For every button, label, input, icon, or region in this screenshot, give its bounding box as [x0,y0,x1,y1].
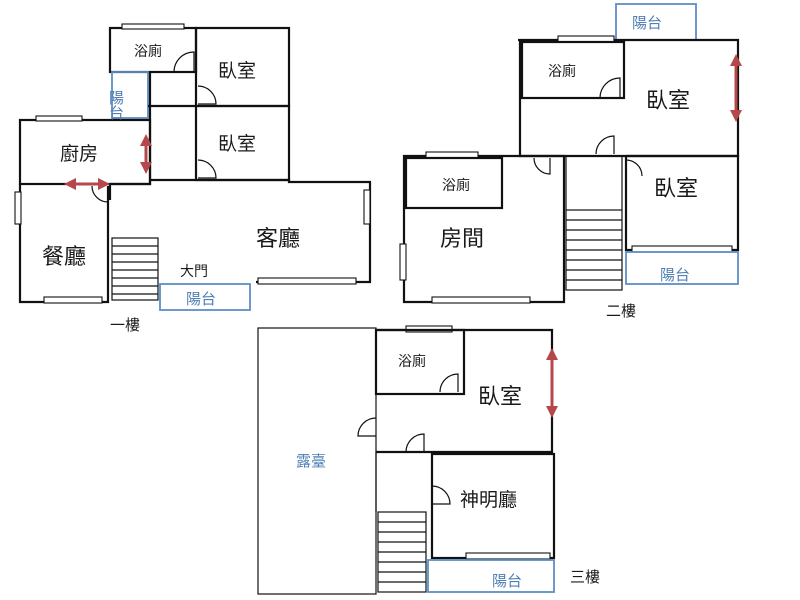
f1-floor-label: 一樓 [110,316,140,334]
f1-bath-door [173,51,195,73]
window [14,191,22,225]
window [35,115,83,122]
f1-stairs [111,237,159,301]
f2-bath-left-label: 浴廁 [442,177,470,194]
f2-bath-right-label: 浴廁 [548,63,576,80]
f1-bed-a-door [197,85,217,105]
f1-kitchen-label: 廚房 [60,142,98,165]
window [363,189,371,225]
f3-shrine-label: 神明廳 [460,489,517,511]
f2-floor-label: 二樓 [606,302,636,320]
f3-bath-label: 浴廁 [398,353,426,370]
f3-stairs [375,452,427,593]
f1-front-balcony [159,283,251,311]
f2-bath-left [404,156,504,210]
f2-right-bedroom [624,154,740,252]
f2-bottom-balcony [625,251,739,285]
window [431,296,531,304]
f1-bath-label: 浴廁 [134,43,162,60]
f3-balcony-label: 陽台 [492,572,522,590]
f3-terrace-label: 露臺 [296,452,326,470]
f2-bath-right-door [599,77,621,99]
f1-side-balcony [111,71,149,119]
f2-stairs [565,156,623,291]
window [465,552,551,560]
f2-top-bed-label: 臥室 [646,89,690,114]
f1-main-door-label: 大門 [180,264,208,280]
f2-top-balcony-label: 陽台 [632,14,662,32]
floor-3-plan: 露臺 浴廁 臥室 神明廳 陽台 三樓 [257,325,600,595]
f1-dining [18,184,110,304]
f3-bedroom-door [357,417,377,437]
f1-dining-label: 餐廳 [42,245,86,270]
window [399,243,407,281]
f3-inner-door [405,433,425,453]
f3-floor-label: 三樓 [570,568,600,586]
f1-dining-door [91,185,109,203]
f1-bed-b-door [197,159,217,179]
f3-balcony [427,559,555,593]
window [121,23,185,30]
f3-shrine-door [431,485,451,505]
floor-2-plan: 陽台 浴廁 臥室 浴廁 房間 臥室 陽台 二樓 [399,3,742,320]
f1-corridor-walls [108,72,372,284]
f2-top-bed-door [595,135,615,155]
f2-room-door [533,157,551,175]
f2-right-bed-label: 臥室 [654,177,698,202]
window [43,296,103,304]
window [257,277,357,285]
f2-bottom-balcony-label: 陽台 [660,266,690,284]
f1-front-balcony-label: 陽台 [186,290,216,308]
f1-side-balcony-label: 陽台 [107,90,125,120]
f2-bath-right [520,40,626,100]
floor-1-plan: 浴廁 臥室 臥室 陽台 廚房 餐廳 客廳 大門 陽台 一樓 [14,23,372,334]
f2-right-bed-door [625,159,643,177]
f2-room-label: 房間 [440,227,484,252]
f3-bed-label: 臥室 [478,385,522,410]
f3-bath-door [439,373,459,393]
f1-bed-b-label: 臥室 [218,133,256,155]
f1-bed-a-label: 臥室 [218,60,256,82]
f1-living-label: 客廳 [256,227,300,252]
